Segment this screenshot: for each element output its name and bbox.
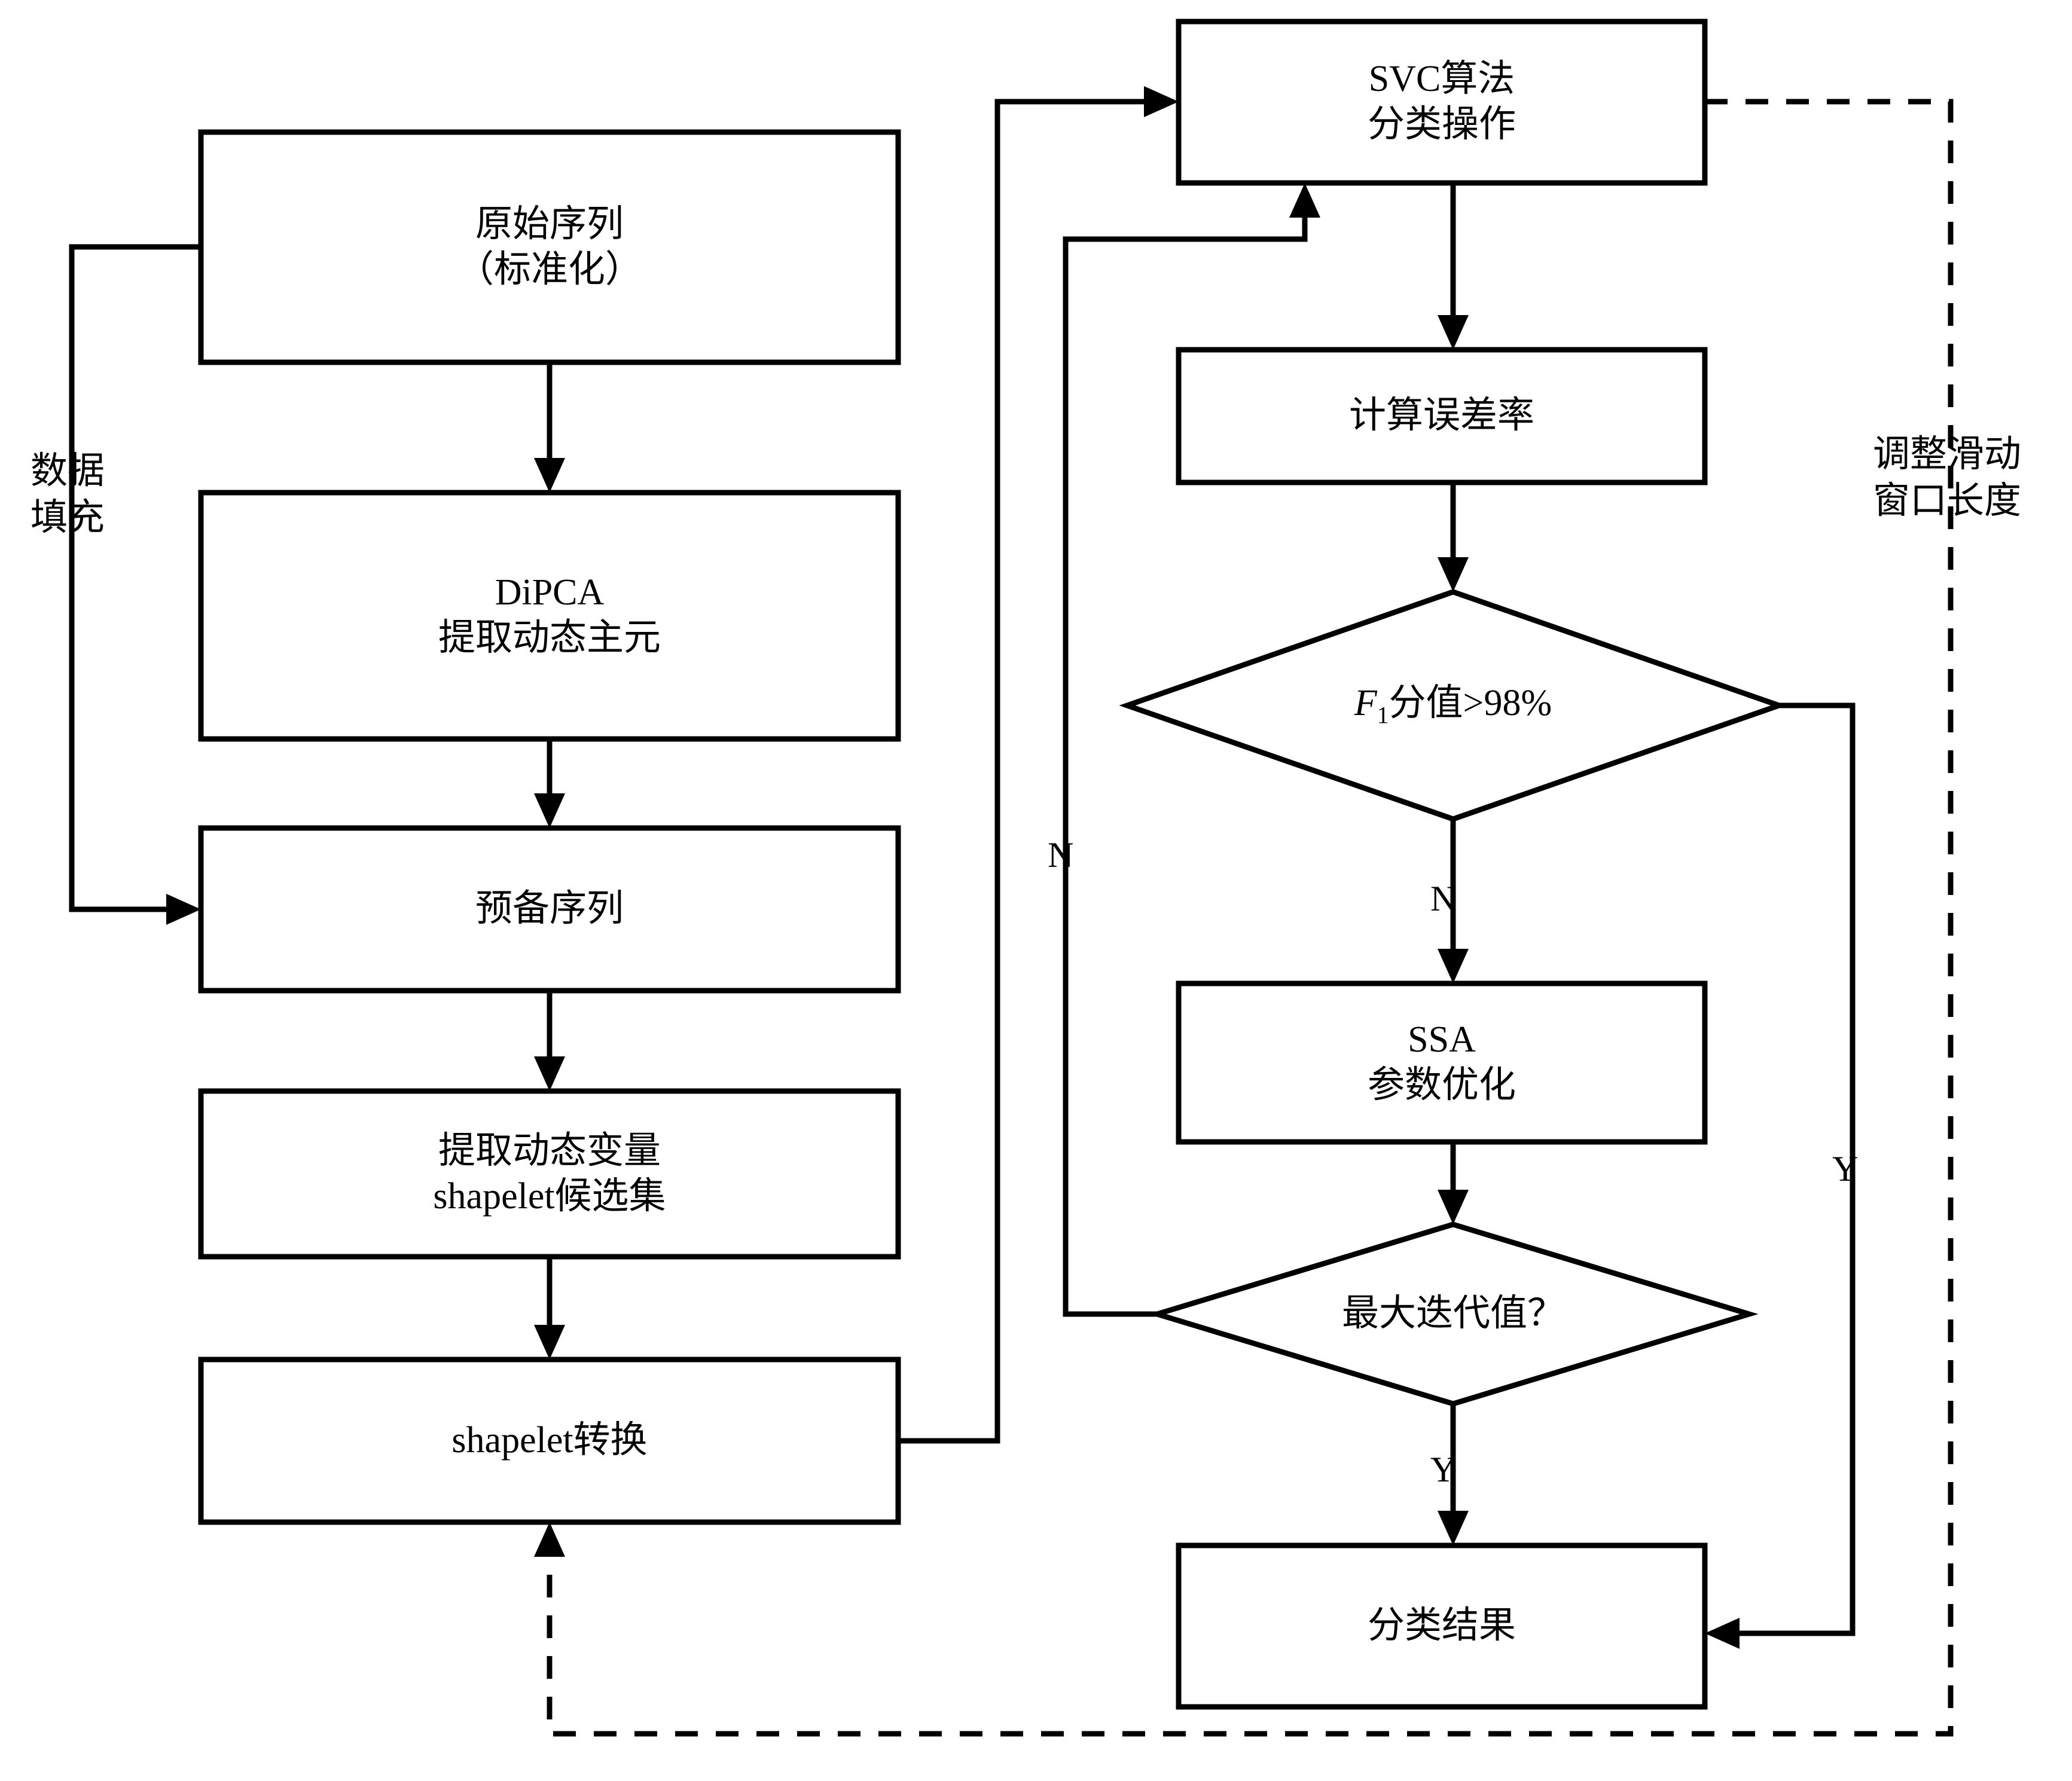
edge-label-n-f1-false: N: [1430, 879, 1457, 918]
node-compute-error: [1176, 347, 1708, 485]
node-f1-decision: [1119, 589, 1787, 822]
edge-adjust-window-feedback: [547, 99, 1954, 1737]
node-shapelet-transform: [198, 1357, 901, 1525]
arrowhead-f1-n-to-ssa: [1438, 949, 1469, 983]
arrowhead-ssa-to-maxiter: [1438, 1190, 1469, 1224]
node-prepared-sequence: [198, 825, 901, 994]
edge-label-y-f1-true: Y: [1832, 1149, 1859, 1189]
side-label-adjust-window-line-2: 窗口长度: [1872, 480, 2021, 521]
node-svc-classify: [1176, 19, 1708, 186]
node-max-iter-decision: [1148, 1221, 1759, 1407]
arrowhead-maxiter-y-to-result: [1438, 1511, 1469, 1545]
node-dipca: [198, 490, 901, 742]
arrowhead-svc-to-error: [1438, 315, 1469, 350]
node-shapelet-candidates: [198, 1088, 901, 1260]
arrowhead-f1-y-to-result: [1705, 1618, 1740, 1649]
arrowhead-adjust-window-feedback: [534, 1522, 565, 1557]
side-label-adjust-window: 调整滑动 窗口长度: [1831, 432, 2063, 524]
side-label-data-fill: 数据 填充: [11, 448, 124, 541]
edge-label-n-left-loop: N: [1048, 835, 1074, 875]
arrowhead-raw-to-dipca: [534, 458, 565, 493]
arrowhead-data-fill: [166, 894, 201, 925]
edge-f1-y-to-result: [1734, 702, 1856, 1636]
node-ssa-optimize: [1176, 980, 1708, 1145]
side-label-adjust-window-line-1: 调整滑动: [1872, 434, 2021, 475]
arrowhead-prepared-to-candidates: [534, 1056, 565, 1091]
node-raw-sequence: [198, 129, 901, 365]
edge-data-fill-path: [69, 244, 201, 912]
arrowhead-transform-to-svc: [1144, 86, 1179, 117]
side-label-data-fill-line-2: 填充: [30, 497, 105, 538]
arrowhead-dipca-to-prepared: [534, 793, 565, 828]
side-label-data-fill-line-1: 数据: [30, 451, 105, 491]
node-classification-result: [1176, 1542, 1708, 1710]
edge-maxiter-n-to-svc: [1063, 197, 1308, 1317]
edge-transform-to-svc: [898, 99, 1164, 1444]
arrowhead-error-to-f1: [1438, 557, 1469, 592]
edge-label-y-max-iter: Y: [1430, 1450, 1457, 1489]
arrowhead-candidates-to-transform: [534, 1325, 565, 1360]
arrowhead-maxiter-n-to-svc: [1289, 183, 1320, 218]
